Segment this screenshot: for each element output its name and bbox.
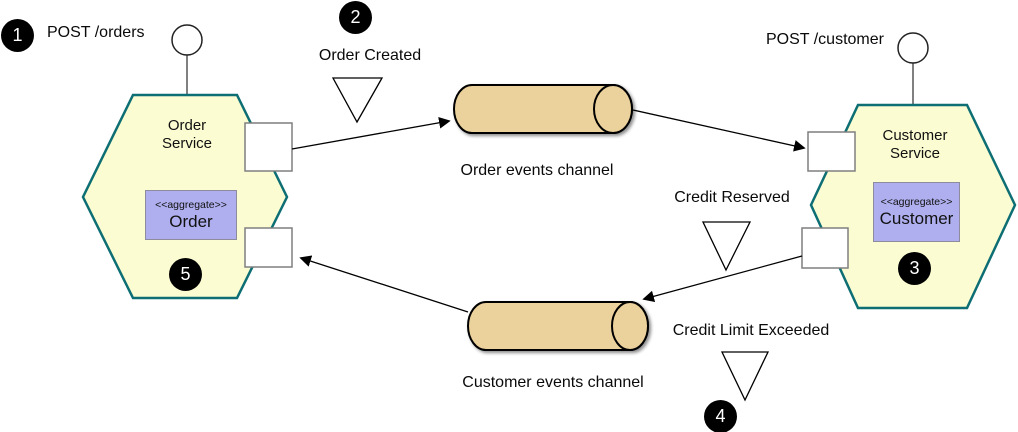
customer-aggregate-stereotype: <<aggregate>> [880, 195, 953, 208]
step-badge-1: 1 [1, 19, 34, 52]
customer-service-inbound-port [807, 131, 856, 172]
customer-service-outbound-port [801, 227, 849, 269]
cylinder-end-cap [611, 301, 649, 351]
step-badge-2: 2 [339, 1, 372, 34]
customer-service-title: Customer Service [882, 127, 947, 163]
post-orders-label: POST /orders [47, 24, 145, 41]
order-events-channel-label: Order events channel [460, 162, 614, 179]
step-badge-4: 4 [704, 400, 737, 432]
order-service-inbound-port [244, 227, 293, 268]
credit-reserved-event-triangle-icon [701, 221, 752, 272]
arrow-customer-to-customer-channel [642, 255, 803, 303]
credit-limit-exceeded-event-triangle-icon [720, 351, 770, 402]
credit-reserved-label: Credit Reserved [674, 189, 790, 206]
customer-aggregate-box: <<aggregate>> Customer [873, 182, 960, 242]
credit-limit-exceeded-label: Credit Limit Exceeded [672, 322, 830, 339]
customer-events-channel-cylinder [467, 301, 649, 351]
customer-aggregate-name: Customer [879, 208, 954, 228]
customer-service-title-line1: Customer [882, 127, 948, 144]
order-service-title: Order Service [162, 117, 212, 153]
arrow-order-to-order-channel [291, 116, 451, 150]
step-badge-3: 3 [898, 252, 931, 285]
order-aggregate-name: Order [169, 211, 213, 231]
arrow-order-channel-to-customer [632, 109, 806, 152]
order-aggregate-stereotype: <<aggregate>> [155, 198, 227, 211]
order-service-title-line1: Order [167, 117, 207, 134]
order-service-title-line2: Service [161, 135, 213, 152]
customer-service-title-line2: Service [889, 145, 941, 162]
order-created-event-triangle-icon [331, 77, 384, 124]
order-events-channel-cylinder [453, 84, 633, 134]
order-service-outbound-port [244, 122, 293, 172]
lollipop-circle-icon [897, 32, 929, 64]
post-customer-label: POST /customer [766, 31, 884, 48]
step-badge-5: 5 [169, 258, 202, 291]
customer-events-channel-label: Customer events channel [462, 374, 644, 391]
lollipop-circle-icon [171, 24, 203, 56]
order-aggregate-box: <<aggregate>> Order [145, 190, 237, 240]
arrow-customer-channel-to-order [299, 255, 469, 313]
cylinder-end-cap [593, 84, 633, 134]
order-created-label: Order Created [318, 47, 422, 64]
